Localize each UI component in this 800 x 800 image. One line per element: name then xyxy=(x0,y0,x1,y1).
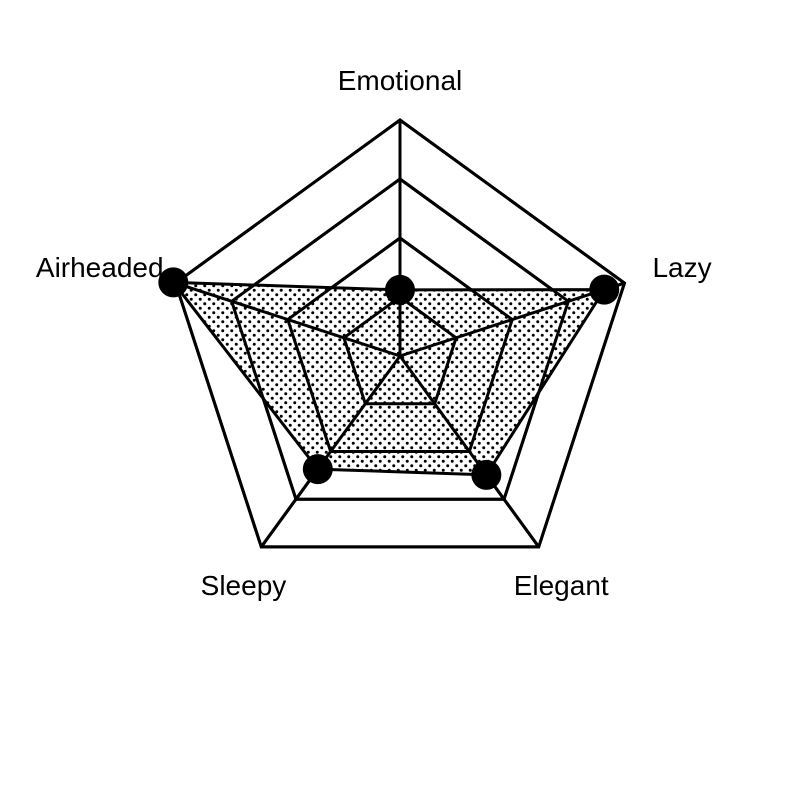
grid-ring-overlay-2 xyxy=(286,236,514,453)
axis-label-lazy: Lazy xyxy=(652,252,711,283)
data-point-sleepy xyxy=(302,454,333,485)
radar-data xyxy=(158,118,627,549)
grid-ring-overlay-1 xyxy=(342,295,458,406)
axis-spoke-overlay-sleepy xyxy=(260,355,402,548)
axis-label-emotional: Emotional xyxy=(338,65,463,96)
axis-label-sleepy: Sleepy xyxy=(201,570,287,601)
grid-ring-overlay-4 xyxy=(173,118,627,549)
data-point-lazy xyxy=(589,274,620,305)
axis-spoke-overlay-elegant xyxy=(398,355,540,548)
axis-label-elegant: Elegant xyxy=(514,570,609,601)
axis-spoke-overlay-airheaded xyxy=(175,281,401,358)
data-point-emotional xyxy=(385,274,415,305)
axis-label-airheaded: Airheaded xyxy=(36,252,164,283)
axis-spoke-overlay-lazy xyxy=(399,281,625,358)
data-area xyxy=(170,280,607,477)
data-point-elegant xyxy=(471,459,502,490)
data-point-airheaded xyxy=(158,267,189,298)
grid-ring-overlay-3 xyxy=(229,177,571,501)
